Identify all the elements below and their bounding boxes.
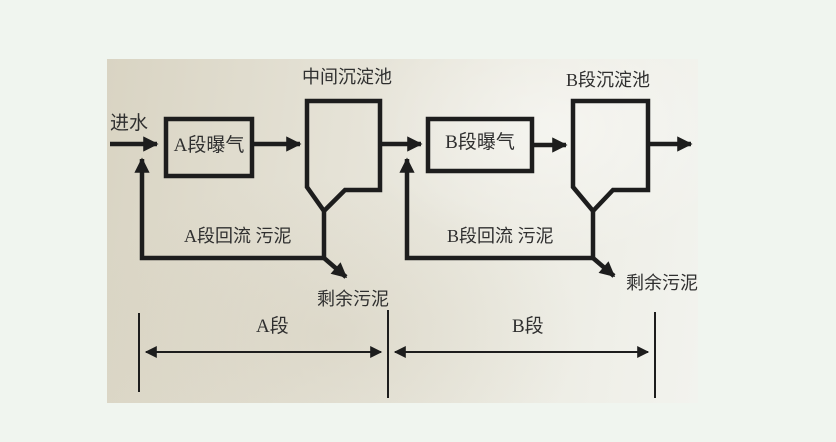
b-return-sludge-label: B段回流 污泥 [447,226,554,246]
a-aeration-box [163,116,255,179]
b-aeration-label: B段曝气 [445,132,515,153]
b-clarifier-label: B段沉淀池 [566,70,651,90]
b-excess-sludge-arrow [591,256,616,278]
a-stage-label: A段 [256,316,289,337]
intermediate-clarifier-label: 中间沉淀池 [302,67,392,87]
a-aeration-label: A段曝气 [173,135,245,156]
scanned-paper-background [107,59,698,403]
a-excess-sludge-label: 剩余污泥 [317,289,389,309]
a-return-sludge-label: A段回流 污泥 [184,226,292,246]
intermediate-clarifier-tank [304,98,383,215]
b-return-sludge-line [399,157,596,261]
a-return-sludge-line [134,157,327,261]
b-stage-label: B段 [512,316,544,337]
influent-label: 进水 [110,113,149,134]
b-excess-sludge-label: 剩余污泥 [626,273,698,293]
a-excess-sludge-arrow [322,256,348,279]
b-clarifier-tank [570,98,651,215]
